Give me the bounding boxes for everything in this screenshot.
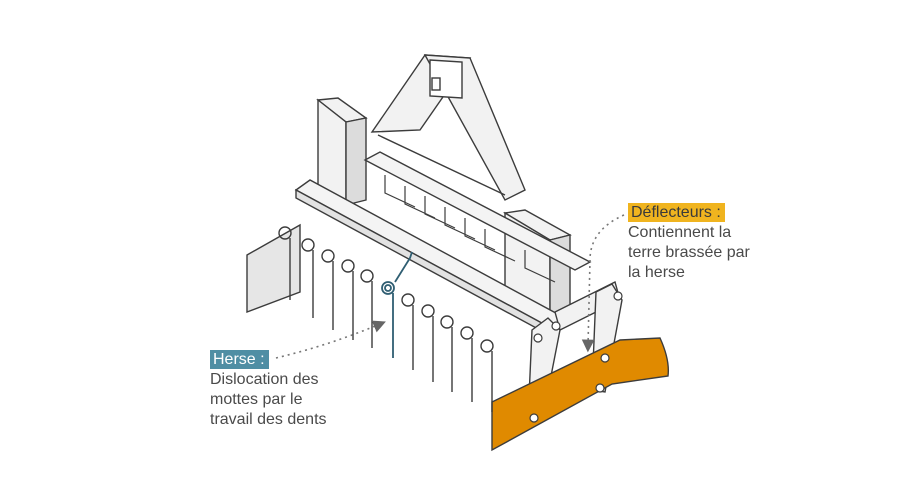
herse-description-line-2: mottes par le [210, 390, 327, 410]
herse-title: Herse : [210, 350, 269, 369]
deflecteurs-description-line-3: la herse [628, 263, 750, 283]
deflecteurs-description-line-2: terre brassée par [628, 243, 750, 263]
left-deflector-plate [247, 225, 300, 312]
deflecteurs-description-line-1: Contiennent la [628, 223, 750, 243]
herse-description-line-3: travail des dents [210, 410, 327, 430]
highlighted-tine [382, 252, 412, 358]
herse-description-line-1: Dislocation des [210, 370, 327, 390]
hitch-tower [372, 55, 525, 200]
deflecteurs-title: Déflecteurs : [628, 203, 725, 222]
herse-callout: Herse : Dislocation des mottes par le tr… [210, 350, 327, 430]
deflecteurs-callout: Déflecteurs : Contiennent la terre brass… [628, 203, 750, 283]
right-deflector-plate [492, 338, 668, 450]
